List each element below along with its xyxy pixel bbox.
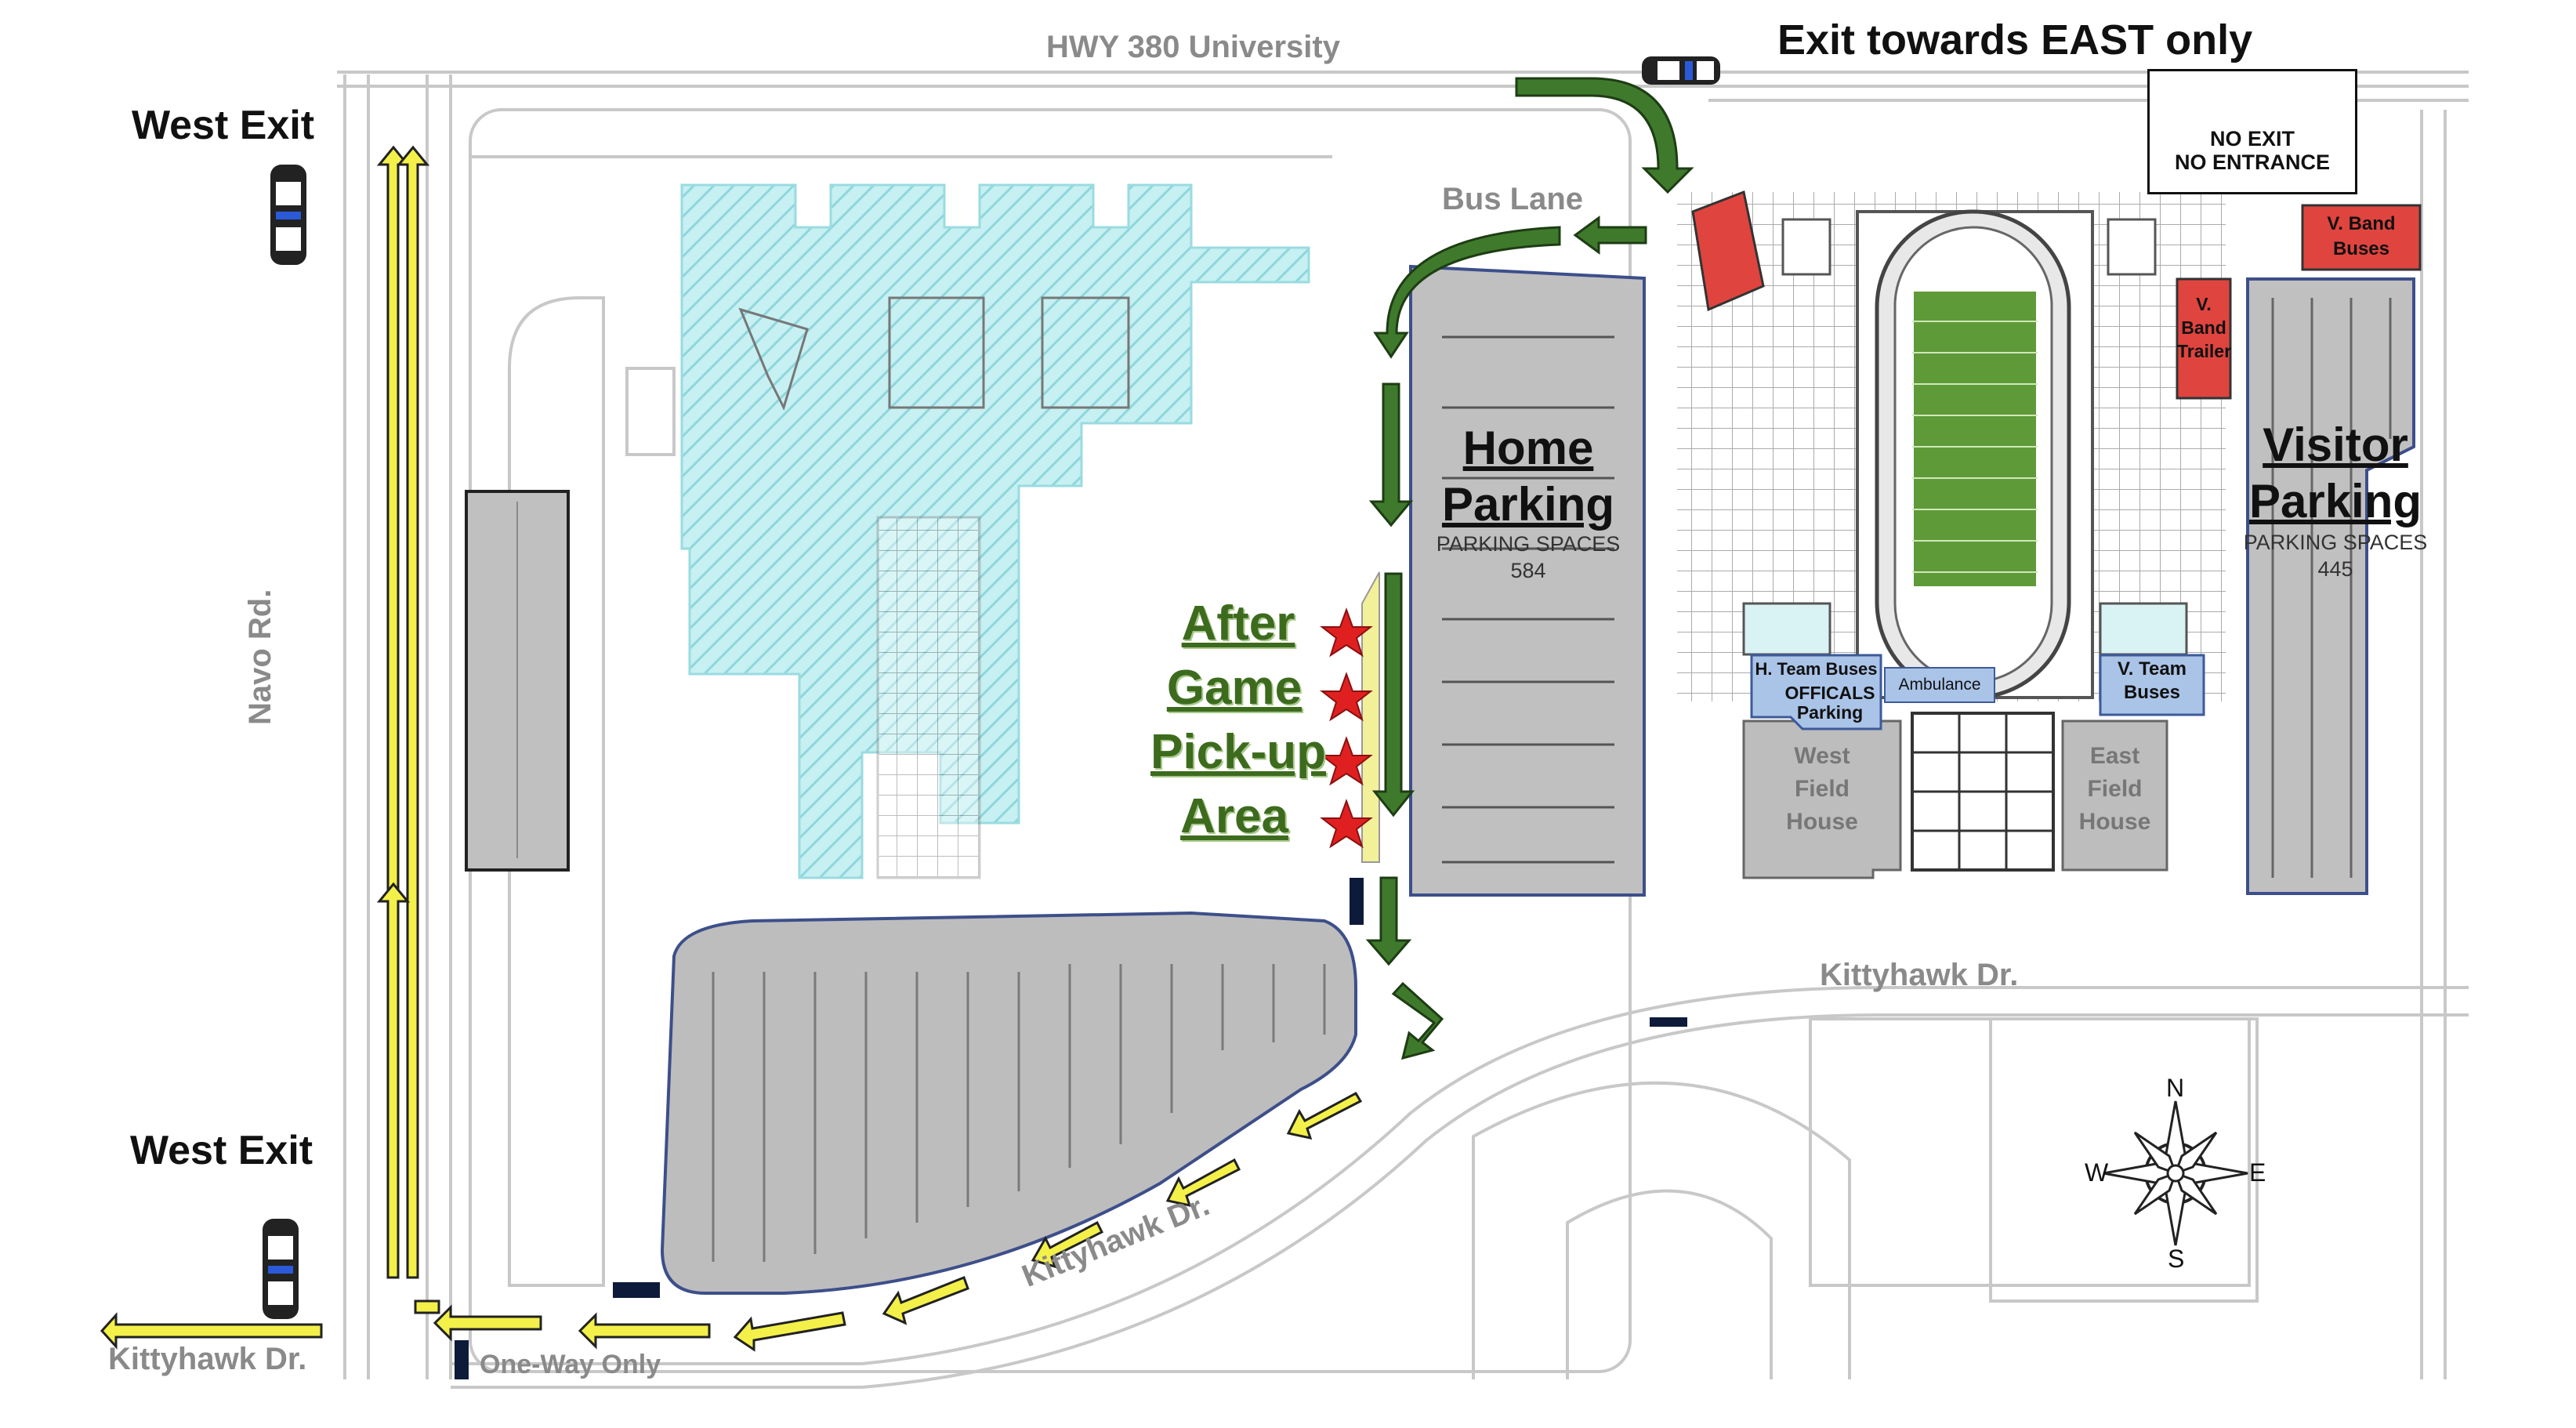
compass-s: S [2168, 1245, 2185, 1273]
v-band-trailer-label-1: V. [2196, 294, 2212, 314]
home-parking-title-1: Home [1462, 422, 1594, 474]
west-field-house-3: House [1786, 809, 1858, 835]
visitor-parking-spaces-count: 445 [2317, 557, 2353, 581]
east-field-house-2: Field [2087, 776, 2143, 802]
police-car-icon [270, 165, 306, 265]
pickup-line-2: Game [1166, 661, 1302, 715]
home-parking-spaces-label: PARKING SPACES [1436, 532, 1621, 556]
south-parking-lot [660, 911, 1357, 1295]
officials-label: OFFICALS [1784, 683, 1875, 703]
star-icon [1320, 736, 1373, 786]
exit-east-label: Exit towards EAST only [1777, 16, 2253, 63]
no-exit-sign: NO EXIT NO ENTRANCE [2147, 69, 2357, 194]
v-band-trailer-label-3: Trailer [2177, 341, 2232, 361]
v-team-buses-zone [2099, 654, 2205, 716]
south-lot-stalls [712, 964, 1326, 1262]
pickup-zone-strip [1361, 571, 1380, 863]
east-field-house-1: East [2089, 743, 2140, 769]
one-way-label: One-Way Only [480, 1350, 661, 1379]
traffic-flow-arrows [1365, 77, 1694, 1060]
h-team-buses-label: H. Team Buses [1755, 659, 1878, 679]
star-icon [1320, 607, 1373, 658]
west-field-house-2: Field [1794, 776, 1850, 802]
stadium-complex [1677, 192, 2226, 701]
visitor-parking-spaces-label: PARKING SPACES [2243, 531, 2428, 554]
v-team-label: V. Team [2117, 658, 2187, 680]
compass-rose-icon [2103, 1100, 2248, 1246]
home-band-parking [1691, 190, 1765, 312]
football-field [1911, 288, 2039, 589]
compass-e: E [2249, 1158, 2266, 1187]
main-building [680, 183, 1310, 879]
navo-rd-label: Navo Rd. [243, 589, 277, 725]
pickup-stars [1320, 607, 1373, 849]
west-field-house-1: West [1794, 743, 1850, 769]
exit-arrows [100, 145, 1363, 1352]
home-parking-stalls [1442, 335, 1614, 864]
pickup-line-3: Pick-up [1150, 725, 1326, 779]
building-interior [738, 296, 1130, 879]
no-entrance-text: NO ENTRANCE [2174, 150, 2330, 174]
markers [455, 878, 1687, 1379]
compass-w: W [2085, 1158, 2109, 1187]
v-band-trailer-label-2: Band [2181, 317, 2226, 338]
pickup-line-1: After [1181, 596, 1295, 651]
home-parking-lot [1409, 264, 1646, 897]
visitor-parking-title-2: Parking [2248, 475, 2422, 527]
visitor-parking-title-1: Visitor [2263, 419, 2408, 471]
kittyhawk-center-label: Kittyhawk Dr. [1820, 958, 2019, 992]
east-field-house [2061, 719, 2168, 872]
east-field-house-3: House [2078, 809, 2151, 835]
home-parking-spaces-count: 584 [1510, 559, 1546, 582]
v-band-buses-zone [2301, 204, 2422, 271]
hwy-380-label: HWY 380 University [1046, 30, 1340, 64]
bus-lane-label: Bus Lane [1442, 182, 1584, 216]
visitor-parking-lot [2246, 277, 2415, 895]
police-car-icon [1642, 56, 1720, 85]
v-band-trailer-zone [2176, 277, 2232, 400]
ambulance-label: Ambulance [1898, 676, 1981, 694]
pickup-line-4: Area [1180, 789, 1288, 843]
h-team-buses-zone [1750, 654, 1882, 730]
west-exit-bottom-label: West Exit [130, 1128, 313, 1173]
officials-parking-label: Parking [1796, 702, 1864, 723]
kittyhawk-bottom-label: Kittyhawk Dr. [108, 1342, 307, 1376]
visitor-parking-stalls [2271, 298, 2392, 878]
v-band-buses-label-2: Buses [2332, 238, 2390, 259]
ambulance-zone [1884, 667, 1995, 703]
west-field-house [1742, 719, 1902, 879]
road-linework [337, 71, 2469, 1389]
no-exit-text: NO EXIT [2209, 127, 2295, 150]
v-band-buses-label-1: V. Band [2327, 213, 2396, 234]
west-exit-top-label: West Exit [132, 103, 315, 148]
v-team-buses-label: Buses [2123, 682, 2181, 703]
home-parking-title-2: Parking [1441, 478, 1615, 531]
police-car-icon [263, 1219, 299, 1319]
star-icon [1320, 672, 1373, 722]
compass-n: N [2166, 1074, 2185, 1102]
star-icon [1320, 799, 1373, 849]
